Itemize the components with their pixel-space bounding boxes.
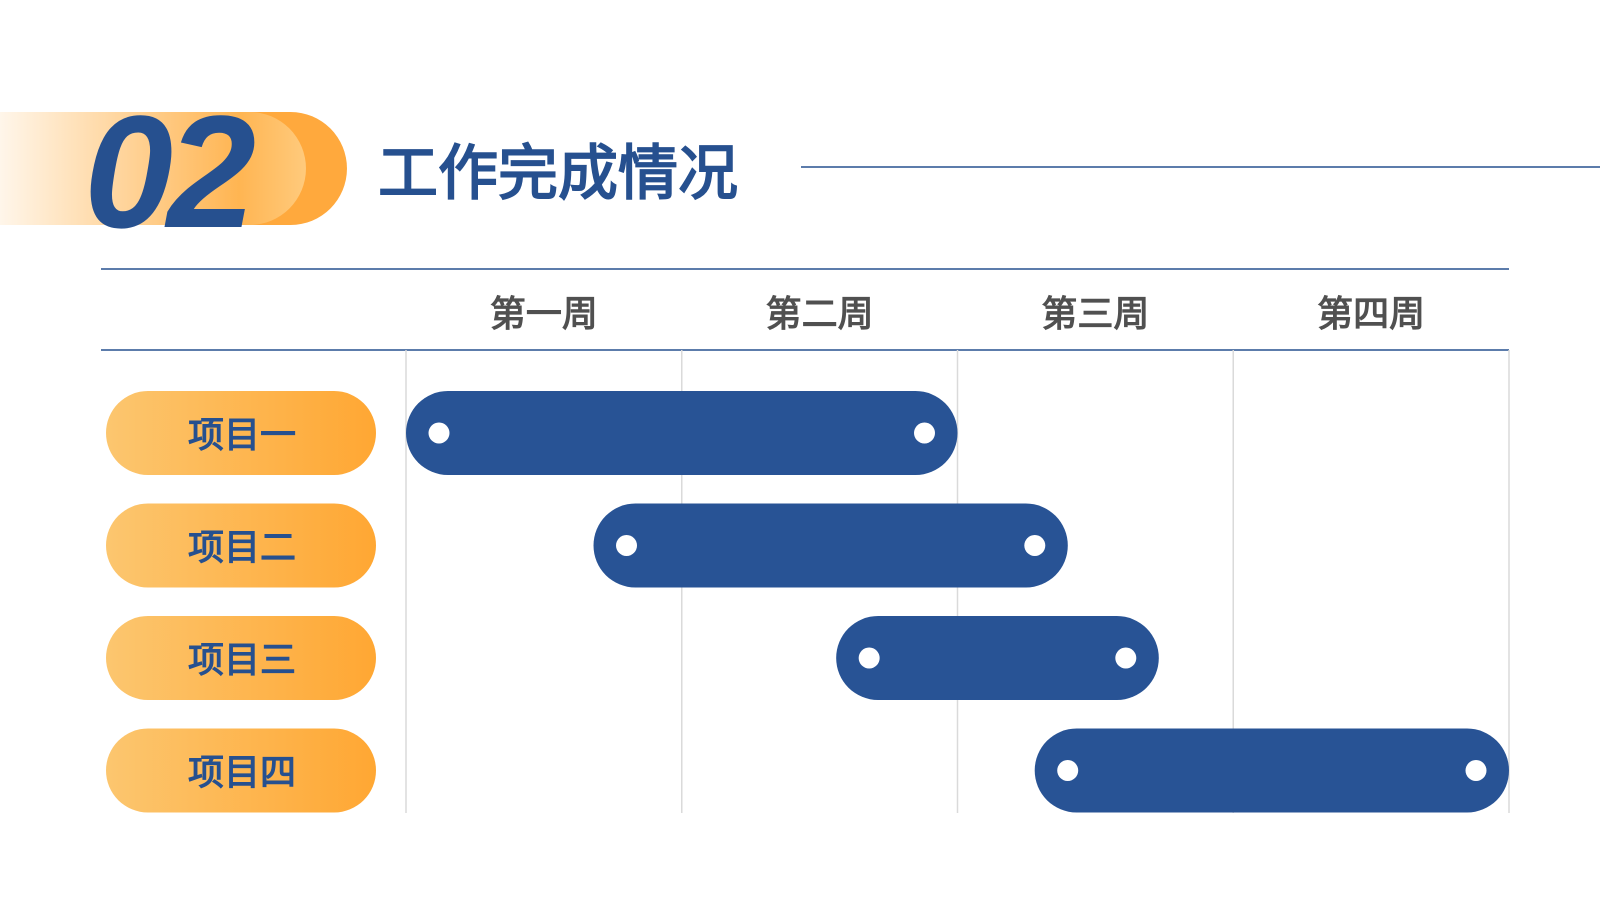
gantt-bar <box>836 616 1159 700</box>
task-label: 项目三 <box>188 640 296 681</box>
bar-end-dot <box>1115 647 1137 669</box>
bar-start-dot <box>428 422 450 444</box>
section-header: 02 工作完成情况 <box>0 82 1600 261</box>
task-label-pill <box>106 616 376 700</box>
task-label: 项目四 <box>188 753 296 794</box>
bar-start-dot <box>1057 760 1079 781</box>
section-title: 工作完成情况 <box>378 139 738 209</box>
bar-start-dot <box>858 647 880 669</box>
task-label: 项目一 <box>188 415 296 456</box>
task-label: 项目二 <box>188 528 296 569</box>
header-accent-pill-front <box>0 112 306 225</box>
week-labels: 第一周 第二周 第三周 第四周 <box>490 294 1425 335</box>
bar-end-dot <box>1465 760 1487 781</box>
week-label: 第四周 <box>1317 294 1425 335</box>
week-label: 第三周 <box>1041 294 1149 335</box>
task-label-pill <box>106 391 376 475</box>
section-number: 02 <box>84 82 255 261</box>
gantt-bar <box>593 503 1068 588</box>
bar-end-dot <box>914 422 935 444</box>
gantt-bar <box>1034 728 1509 813</box>
bar-start-dot <box>616 535 638 556</box>
week-label: 第一周 <box>490 294 598 335</box>
week-label: 第二周 <box>766 294 874 335</box>
task-label-pill <box>106 503 376 588</box>
gantt-bar <box>406 391 958 475</box>
task-label-pill <box>106 728 376 813</box>
bar-end-dot <box>1024 535 1046 556</box>
gantt-bars <box>406 391 1509 813</box>
